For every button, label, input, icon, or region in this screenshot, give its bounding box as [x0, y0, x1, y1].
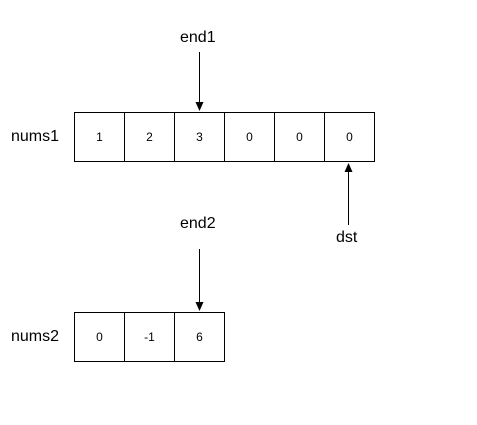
end1-pointer-label: end1	[180, 29, 216, 46]
nums1-cell-3: 0	[225, 112, 275, 162]
dst-arrow	[344, 163, 353, 225]
nums2-array: 0 -1 6	[74, 312, 225, 362]
end2-arrow	[195, 249, 204, 311]
nums2-cell-1: -1	[125, 312, 175, 362]
nums1-cell-0: 1	[75, 112, 125, 162]
nums2-cell-0: 0	[75, 312, 125, 362]
nums1-cell-4: 0	[275, 112, 325, 162]
nums1-cell-2: 3	[175, 112, 225, 162]
nums2-label: nums2	[11, 328, 60, 345]
nums1-label: nums1	[11, 128, 60, 145]
end1-arrow	[195, 52, 204, 111]
nums2-cell-2: 6	[175, 312, 225, 362]
end2-pointer-label: end2	[180, 215, 216, 232]
nums1-cell-1: 2	[125, 112, 175, 162]
nums1-cell-5: 0	[325, 112, 375, 162]
dst-pointer-label: dst	[336, 229, 358, 246]
nums1-array: 1 2 3 0 0 0	[74, 112, 375, 162]
